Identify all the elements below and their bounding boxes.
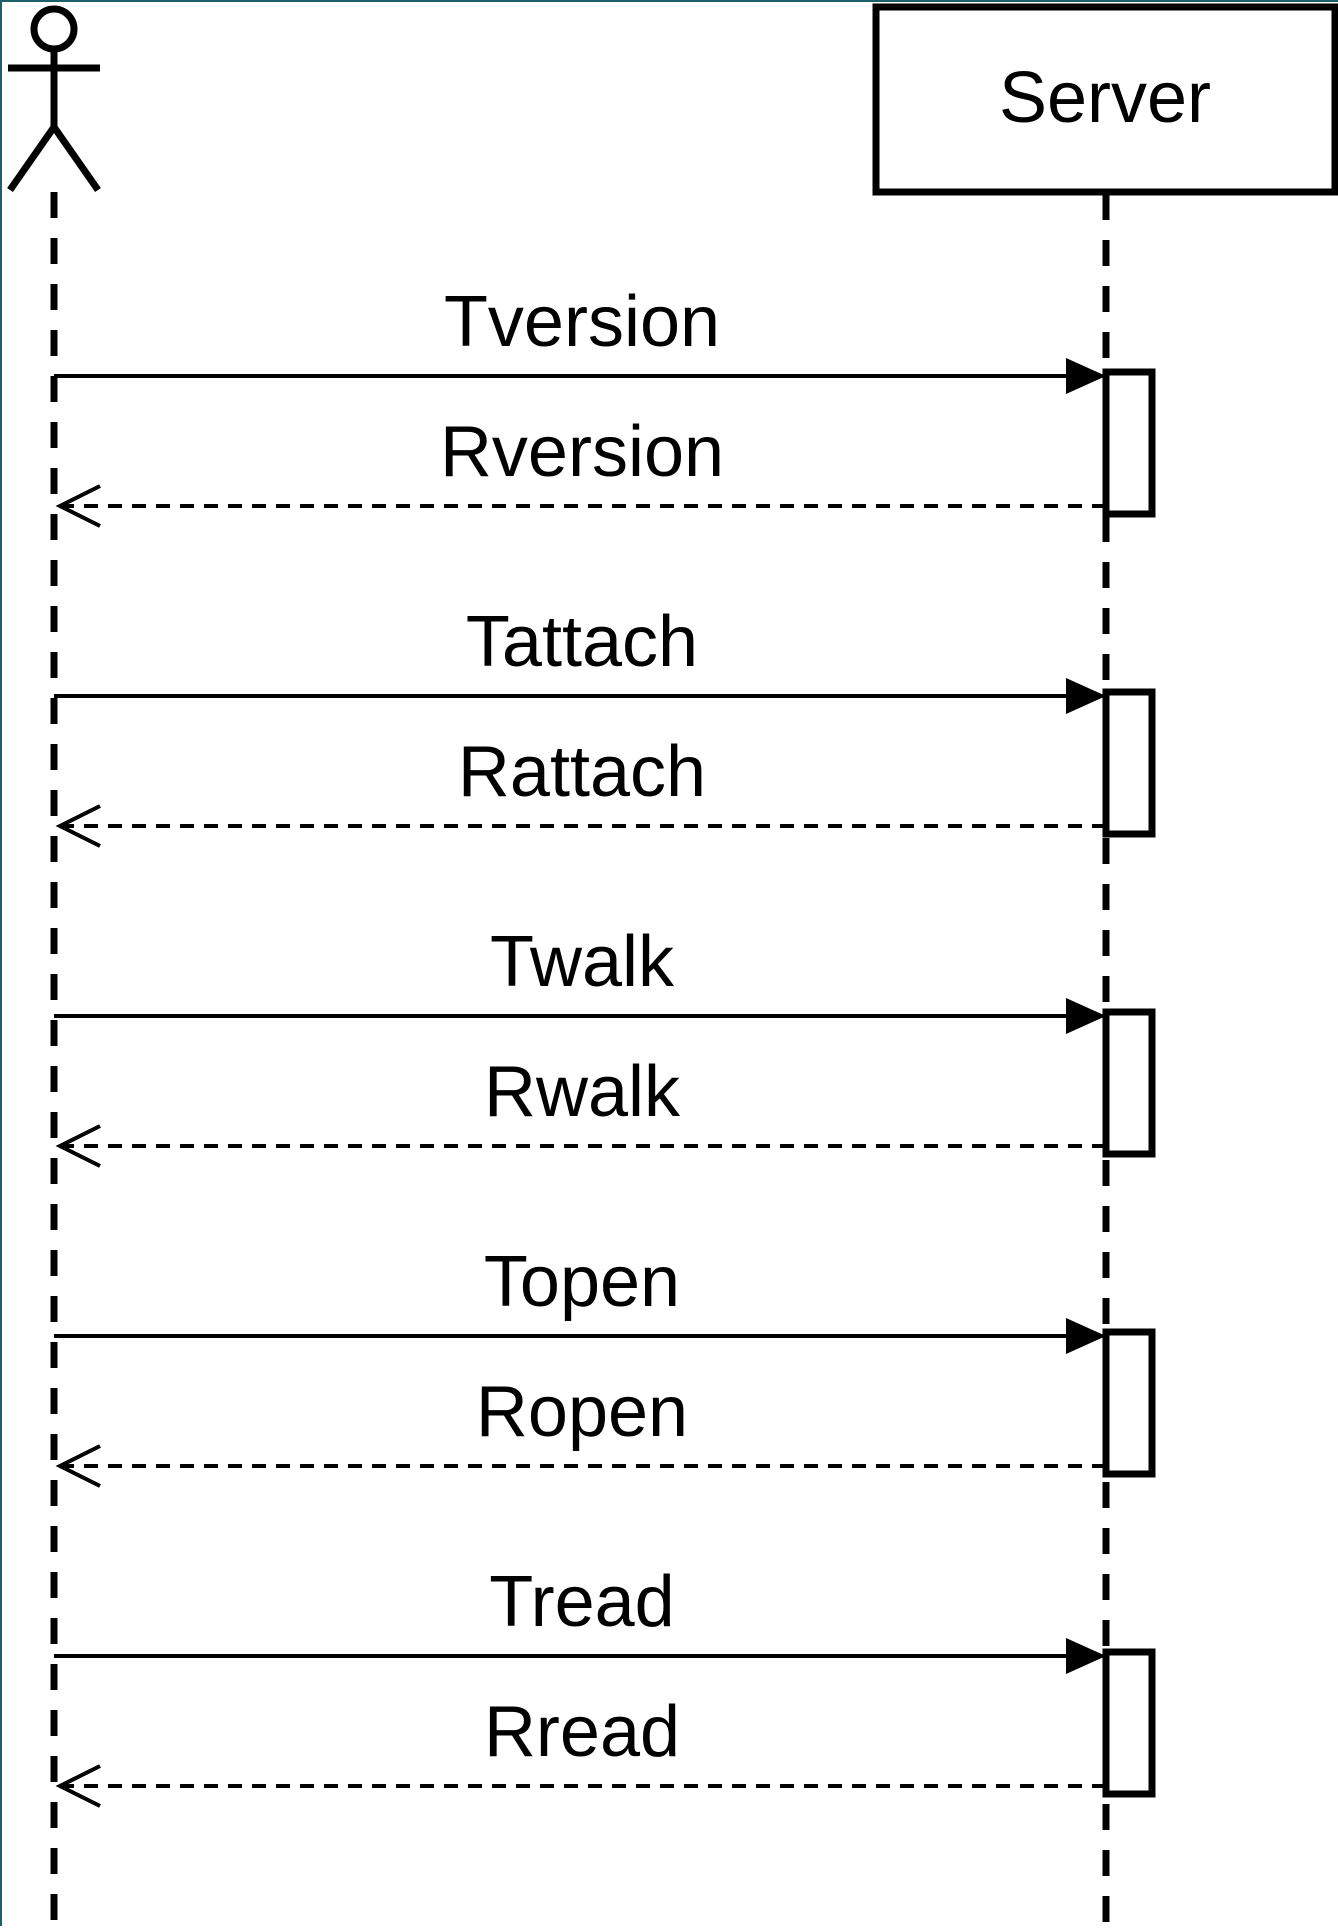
call-label: Topen [484, 1242, 680, 1322]
call-arrowhead [1066, 358, 1106, 394]
server-box [872, 3, 1338, 196]
participant-server: Server [872, 3, 1338, 196]
reply-arrowhead [55, 1764, 101, 1808]
actor-left-leg [7, 124, 57, 193]
message-list: TversionRversionTattachRattachTwalkRwalk… [54, 282, 1156, 1808]
call-label: Twalk [490, 922, 675, 1002]
call-arrowhead [1066, 1638, 1106, 1674]
actor-head [30, 5, 78, 53]
call-arrowhead [1066, 998, 1106, 1034]
activation-box [1102, 1328, 1156, 1478]
call-arrowhead [1066, 1318, 1106, 1354]
reply-label: Rread [484, 1692, 680, 1772]
reply-arrowhead [55, 1124, 101, 1168]
reply-label: Rattach [458, 732, 706, 812]
actor-right-leg [51, 124, 101, 193]
actor-client [7, 5, 101, 193]
activation-box [1102, 1648, 1156, 1798]
reply-label: Ropen [476, 1372, 688, 1452]
reply-label: Rwalk [484, 1052, 681, 1132]
activation-box [1102, 368, 1156, 518]
call-label: Tversion [444, 282, 720, 362]
reply-label: Rversion [440, 412, 724, 492]
activation-box [1102, 1008, 1156, 1158]
reply-arrowhead [55, 484, 101, 528]
activation-box [1102, 688, 1156, 838]
reply-arrowhead [55, 804, 101, 848]
reply-arrowhead [55, 1444, 101, 1488]
server-label: Server [999, 58, 1211, 138]
call-label: Tread [489, 1562, 674, 1642]
call-arrowhead [1066, 678, 1106, 714]
call-label: Tattach [466, 602, 698, 682]
